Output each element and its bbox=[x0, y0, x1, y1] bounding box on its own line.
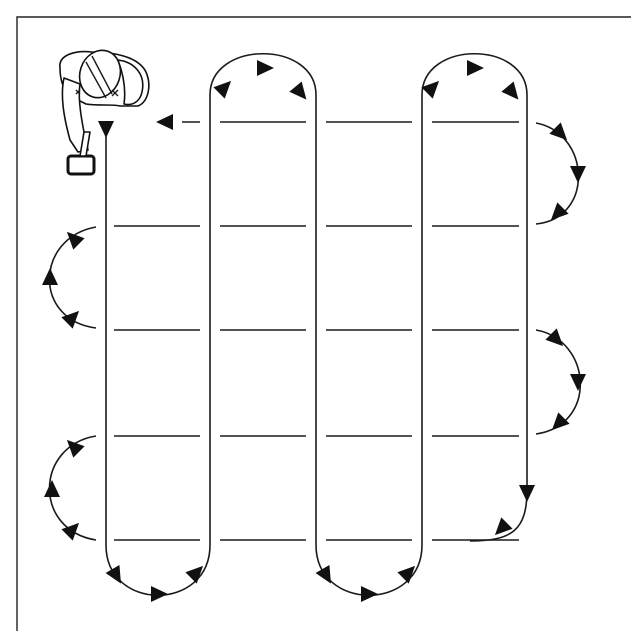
direction-arrow-icon bbox=[397, 560, 420, 583]
direction-arrow-icon bbox=[61, 226, 84, 249]
frame-border bbox=[17, 17, 631, 631]
direction-arrow-icon bbox=[501, 81, 524, 104]
direction-arrows bbox=[42, 60, 586, 602]
direction-arrow-icon bbox=[361, 586, 378, 602]
direction-arrow-icon bbox=[289, 81, 312, 104]
direction-arrow-icon bbox=[546, 412, 569, 435]
direction-arrow-icon bbox=[519, 485, 535, 502]
direction-arrow-icon bbox=[545, 328, 568, 351]
direction-arrow-icon bbox=[61, 517, 84, 540]
direction-arrow-icon bbox=[570, 166, 586, 183]
direction-arrow-icon bbox=[42, 268, 58, 285]
direction-arrow-icon bbox=[98, 121, 114, 138]
direction-arrow-icon bbox=[549, 122, 572, 145]
direction-arrow-icon bbox=[185, 560, 208, 583]
serpentine-path bbox=[106, 54, 527, 596]
direction-arrow-icon bbox=[44, 480, 60, 497]
side-loops bbox=[49, 123, 580, 540]
remote-control bbox=[68, 156, 94, 174]
direction-arrow-icon bbox=[467, 60, 484, 76]
operator-with-remote-icon bbox=[60, 45, 149, 174]
direction-arrow-icon bbox=[151, 586, 168, 602]
direction-arrow-icon bbox=[213, 75, 236, 98]
direction-arrow-icon bbox=[570, 374, 586, 391]
direction-arrow-icon bbox=[257, 60, 274, 76]
direction-arrow-icon bbox=[545, 202, 568, 225]
direction-arrow-icon bbox=[156, 114, 173, 130]
direction-arrow-icon bbox=[61, 434, 84, 457]
